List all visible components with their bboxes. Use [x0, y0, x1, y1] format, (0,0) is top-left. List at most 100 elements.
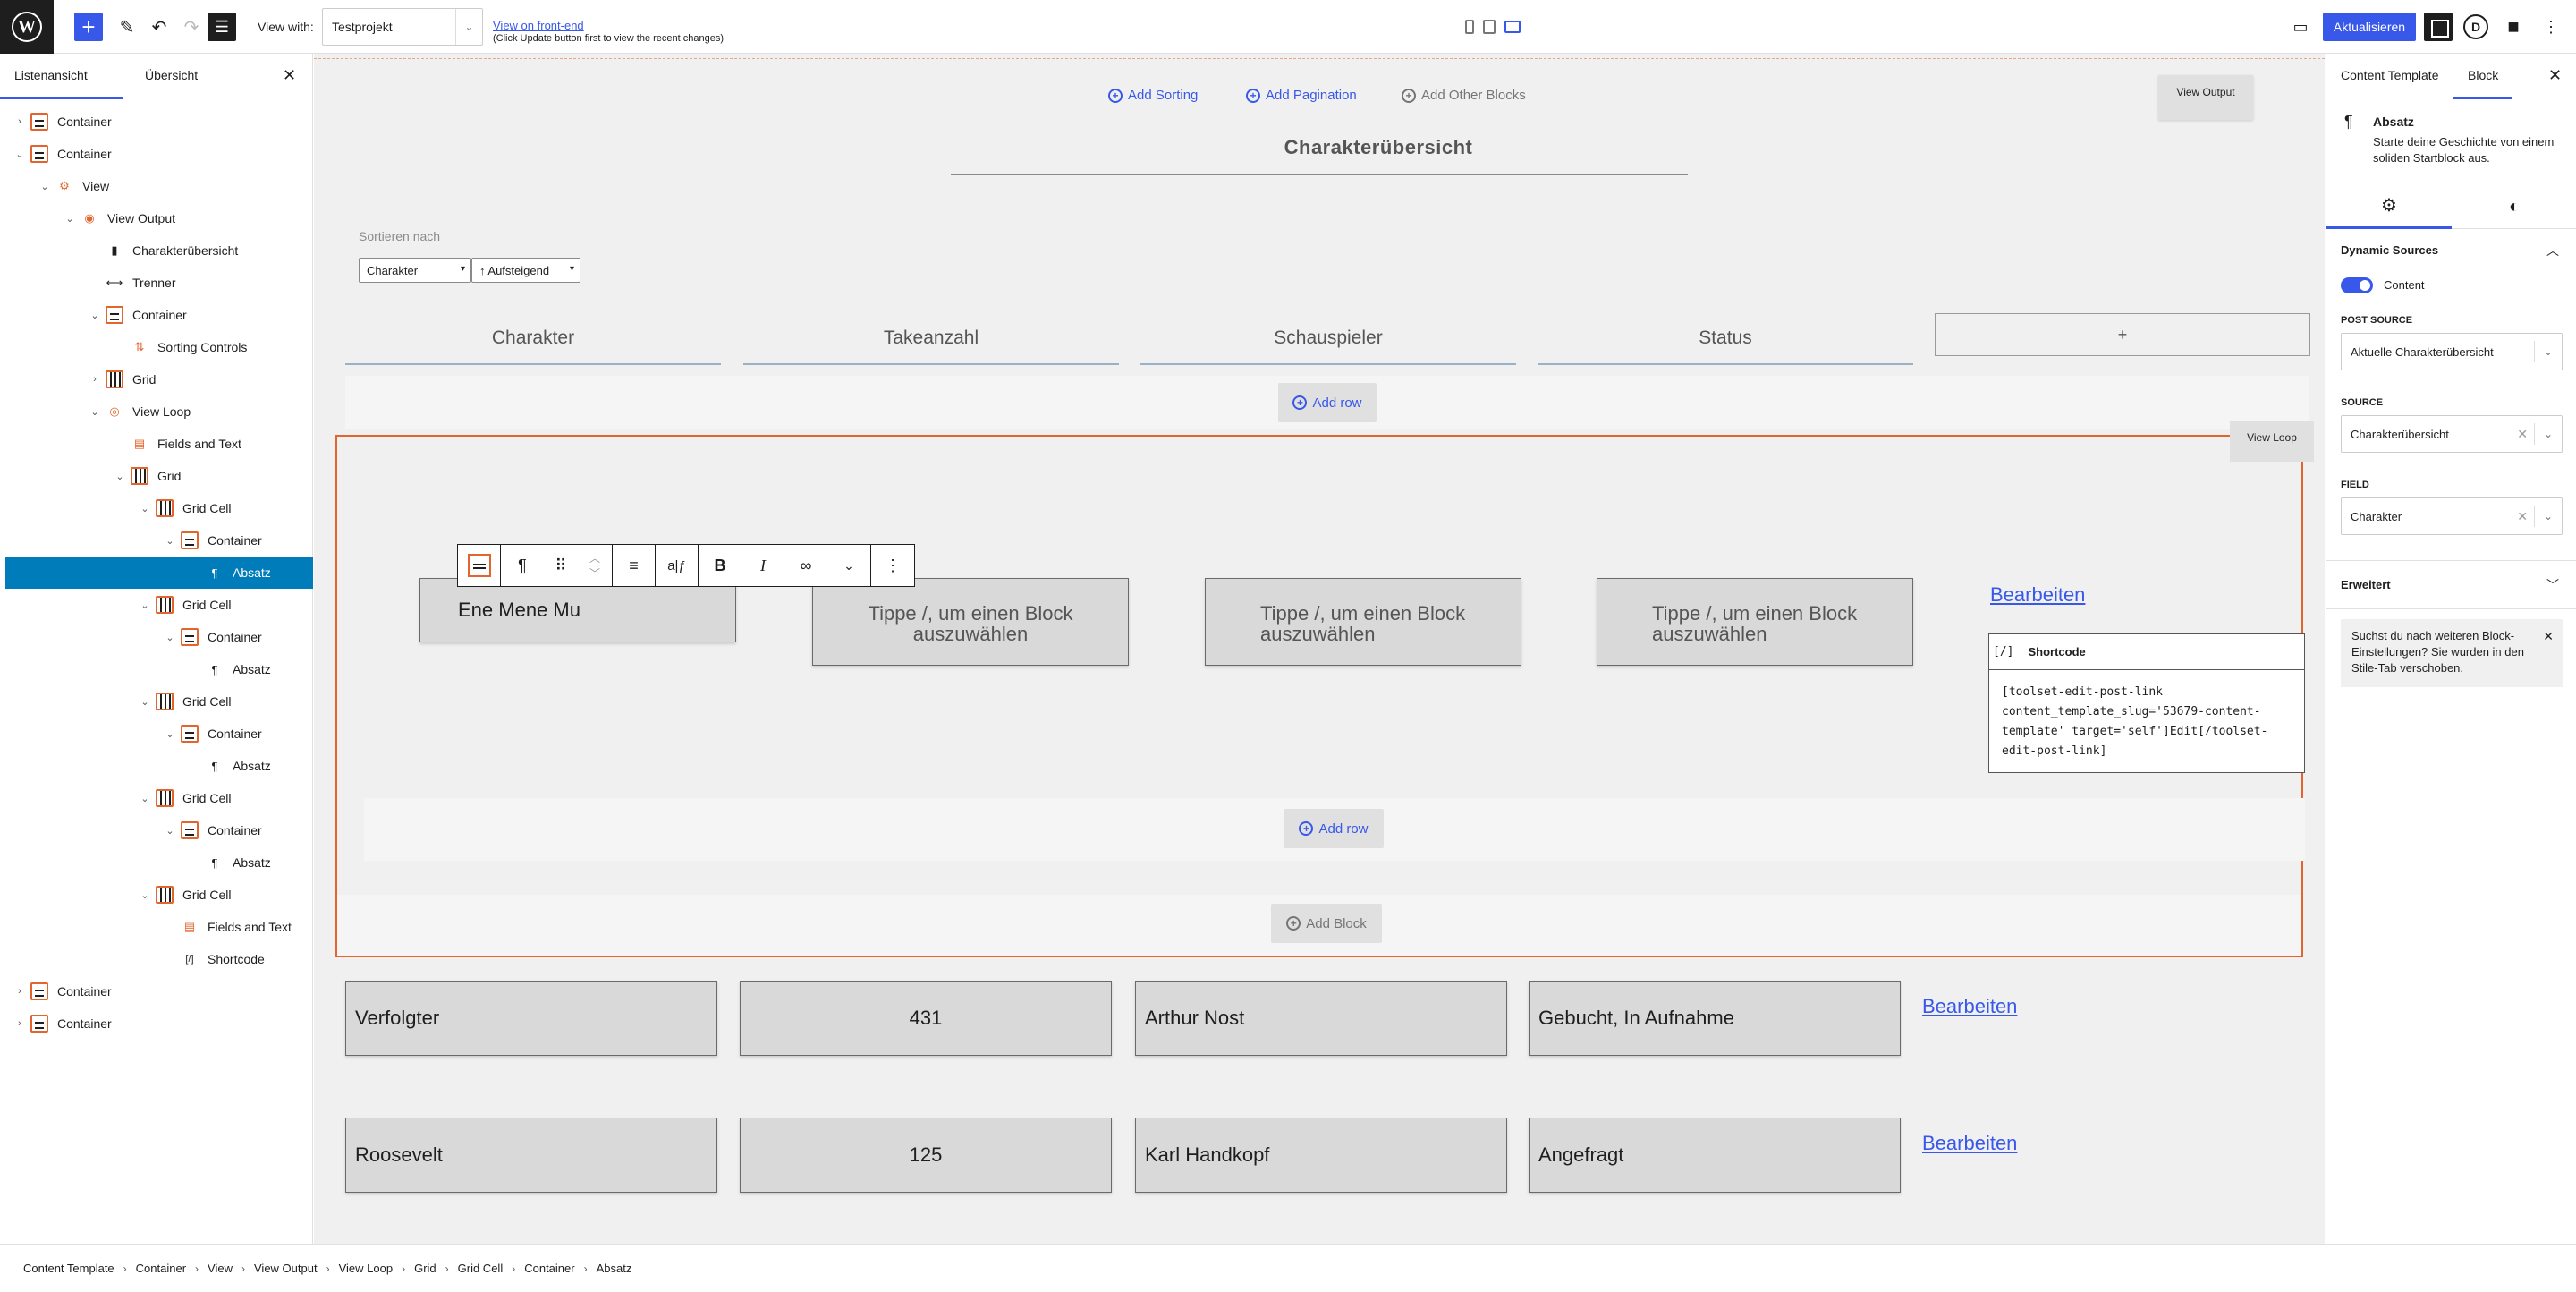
loop-cell-charakter[interactable]: Ene Mene Mu	[419, 578, 736, 642]
edit-post-link[interactable]: Bearbeiten	[1922, 995, 2018, 1017]
breadcrumb-item[interactable]: View Output	[254, 1262, 318, 1275]
tree-item[interactable]: ¶Absatz	[5, 750, 313, 782]
breadcrumb-item[interactable]: Absatz	[596, 1262, 632, 1275]
close-icon[interactable]: ✕	[2548, 66, 2563, 84]
loop-cell-placeholder[interactable]: Tippe /, um einen Block auszuwählen	[1205, 578, 1521, 666]
breadcrumb-item[interactable]: Grid	[414, 1262, 436, 1275]
chevron-down-icon[interactable]: ⌄	[140, 503, 149, 514]
settings-gear-icon[interactable]: ⚙	[2326, 184, 2452, 229]
tree-item[interactable]: ▤Fields and Text	[5, 911, 313, 943]
add-row-button[interactable]: +Add row	[1284, 809, 1384, 848]
tree-item[interactable]: ⌄Grid Cell	[5, 492, 313, 524]
column-header-schauspieler[interactable]: Schauspieler	[1274, 327, 1383, 348]
tree-item[interactable]: ⌄Grid	[5, 460, 313, 492]
tree-item[interactable]: ⌄Container	[5, 814, 313, 846]
block-placeholder-text[interactable]: Tippe /, um einen Block auszuwählen	[1260, 602, 1466, 645]
advanced-heading[interactable]: Erweitert	[2341, 578, 2391, 591]
shortcode-textarea[interactable]: [toolset-edit-post-link content_template…	[2002, 685, 2268, 758]
tab-block[interactable]: Block	[2453, 68, 2513, 99]
chevron-down-icon[interactable]: ⌄	[165, 825, 174, 837]
parent-block-selector[interactable]	[458, 545, 501, 586]
chevron-right-icon[interactable]: ›	[18, 116, 21, 127]
breadcrumb-item[interactable]: Container	[135, 1262, 187, 1275]
add-block-button[interactable]: +Add Block	[1271, 904, 1382, 943]
tree-item[interactable]: ›Container	[5, 106, 313, 138]
paragraph-icon[interactable]: ¶	[518, 556, 527, 574]
tree-item[interactable]: ›Grid	[5, 363, 313, 395]
undo-icon[interactable]: ↶	[151, 17, 167, 38]
chevron-down-icon[interactable]: ⌄	[90, 310, 99, 321]
tree-item[interactable]: ⌄Grid Cell	[5, 879, 313, 911]
tree-item[interactable]: ⌄Container	[5, 718, 313, 750]
tree-item[interactable]: ⌄◉View Output	[5, 202, 313, 234]
add-other-blocks-link[interactable]: +Add Other Blocks	[1402, 88, 1526, 103]
chevron-right-icon[interactable]: ›	[18, 986, 21, 997]
chevron-right-icon[interactable]: ›	[18, 1018, 21, 1029]
chevron-down-icon[interactable]: ⌄	[140, 599, 149, 611]
sort-order-select[interactable]: ↑ Aufsteigend▾	[471, 258, 580, 283]
tab-outline[interactable]: Übersicht	[145, 68, 199, 82]
shortcode-block[interactable]: [/] Shortcode [toolset-edit-post-link co…	[1988, 633, 2305, 773]
view-on-front-end-link[interactable]: View on front-end	[493, 19, 584, 32]
chevron-down-icon[interactable]: ⌄	[90, 406, 99, 418]
dismiss-icon[interactable]: ✕	[2543, 629, 2554, 643]
tree-item[interactable]: ⌄Grid Cell	[5, 589, 313, 621]
tools-pencil-icon[interactable]: ✎	[119, 17, 135, 38]
tree-item[interactable]: ¶Absatz	[5, 653, 313, 685]
tree-item[interactable]: ⇅Sorting Controls	[5, 331, 313, 363]
column-header-charakter[interactable]: Charakter	[491, 327, 575, 348]
mobile-preview-icon[interactable]	[1465, 20, 1474, 34]
loop-cell-placeholder[interactable]: Tippe /, um einen Block auszuwählen	[1597, 578, 1913, 666]
edit-post-link[interactable]: Bearbeiten	[1990, 583, 2086, 606]
chevron-down-icon[interactable]: ⌄	[165, 632, 174, 643]
chevron-down-icon[interactable]: ⌄	[15, 149, 24, 160]
link-icon[interactable]: ∞	[800, 556, 812, 574]
loop-cell-placeholder[interactable]: Tippe /, um einen Block auszuwählen	[812, 578, 1129, 666]
add-row-button[interactable]: +Add row	[1278, 383, 1377, 422]
field-select[interactable]: Charakter ✕ ⌄	[2341, 497, 2563, 535]
breadcrumb-item[interactable]: Container	[524, 1262, 575, 1275]
edit-post-link[interactable]: Bearbeiten	[1922, 1132, 2018, 1154]
chevron-down-icon[interactable]: ⌄	[140, 889, 149, 901]
tree-item[interactable]: ⌄⚙View	[5, 170, 313, 202]
tree-item[interactable]: ⌄◎View Loop	[5, 395, 313, 428]
tree-item[interactable]: ¶Absatz	[5, 846, 313, 879]
sort-field-select[interactable]: Charakter▾	[359, 258, 471, 283]
align-left-icon[interactable]: ≡	[613, 545, 656, 586]
plugin-block-icon[interactable]: ■	[2507, 15, 2520, 38]
close-icon[interactable]: ✕	[283, 66, 297, 84]
dynamic-sources-heading[interactable]: Dynamic Sources	[2341, 243, 2439, 257]
move-up-down-icon[interactable]: ︿﹀	[589, 552, 600, 580]
chevron-right-icon[interactable]: ›	[93, 374, 97, 385]
dynamic-source-icon[interactable]: a|ƒ	[656, 545, 699, 586]
chevron-down-icon[interactable]: ⌄	[115, 471, 124, 482]
styles-contrast-icon[interactable]: ◐	[2508, 196, 2521, 217]
chevron-down-icon[interactable]: ⌄	[140, 696, 149, 708]
breadcrumb-item[interactable]: Grid Cell	[457, 1262, 504, 1275]
desktop-preview-icon[interactable]	[1504, 21, 1521, 33]
chevron-up-icon[interactable]: ︿	[2546, 243, 2559, 258]
tree-item[interactable]: ⌄Grid Cell	[5, 782, 313, 814]
bold-icon[interactable]: B	[714, 556, 726, 574]
more-options-icon[interactable]: ⋮	[2543, 17, 2559, 36]
add-sorting-link[interactable]: +Add Sorting	[1108, 88, 1198, 103]
page-title[interactable]: Charakterübersicht	[1284, 136, 1473, 158]
wordpress-logo-icon[interactable]: W	[0, 0, 54, 54]
breadcrumb-item[interactable]: View Loop	[338, 1262, 394, 1275]
post-source-select[interactable]: Aktuelle Charakterübersicht ⌄	[2341, 333, 2563, 370]
tree-item[interactable]: ⌄Grid Cell	[5, 685, 313, 718]
chevron-down-icon[interactable]: ⌄	[165, 728, 174, 740]
divi-icon[interactable]: D	[2463, 14, 2488, 39]
chevron-down-icon[interactable]: ⌄	[40, 181, 49, 192]
update-button[interactable]: Aktualisieren	[2323, 13, 2416, 41]
tab-list-view[interactable]: Listenansicht	[0, 68, 123, 99]
view-with-select[interactable]: Testprojekt ⌄	[322, 8, 483, 46]
preview-laptop-icon[interactable]: ▭	[2292, 17, 2309, 36]
column-header-status[interactable]: Status	[1699, 327, 1752, 348]
tree-item[interactable]: ⌄Container	[5, 524, 313, 557]
settings-sidebar-icon[interactable]	[2424, 13, 2453, 41]
column-header-takeanzahl[interactable]: Takeanzahl	[883, 327, 979, 348]
tree-item[interactable]: ›Container	[5, 1007, 313, 1040]
chevron-down-icon[interactable]: ﹀	[2546, 578, 2559, 592]
tree-item[interactable]: ⌄Container	[5, 138, 313, 170]
